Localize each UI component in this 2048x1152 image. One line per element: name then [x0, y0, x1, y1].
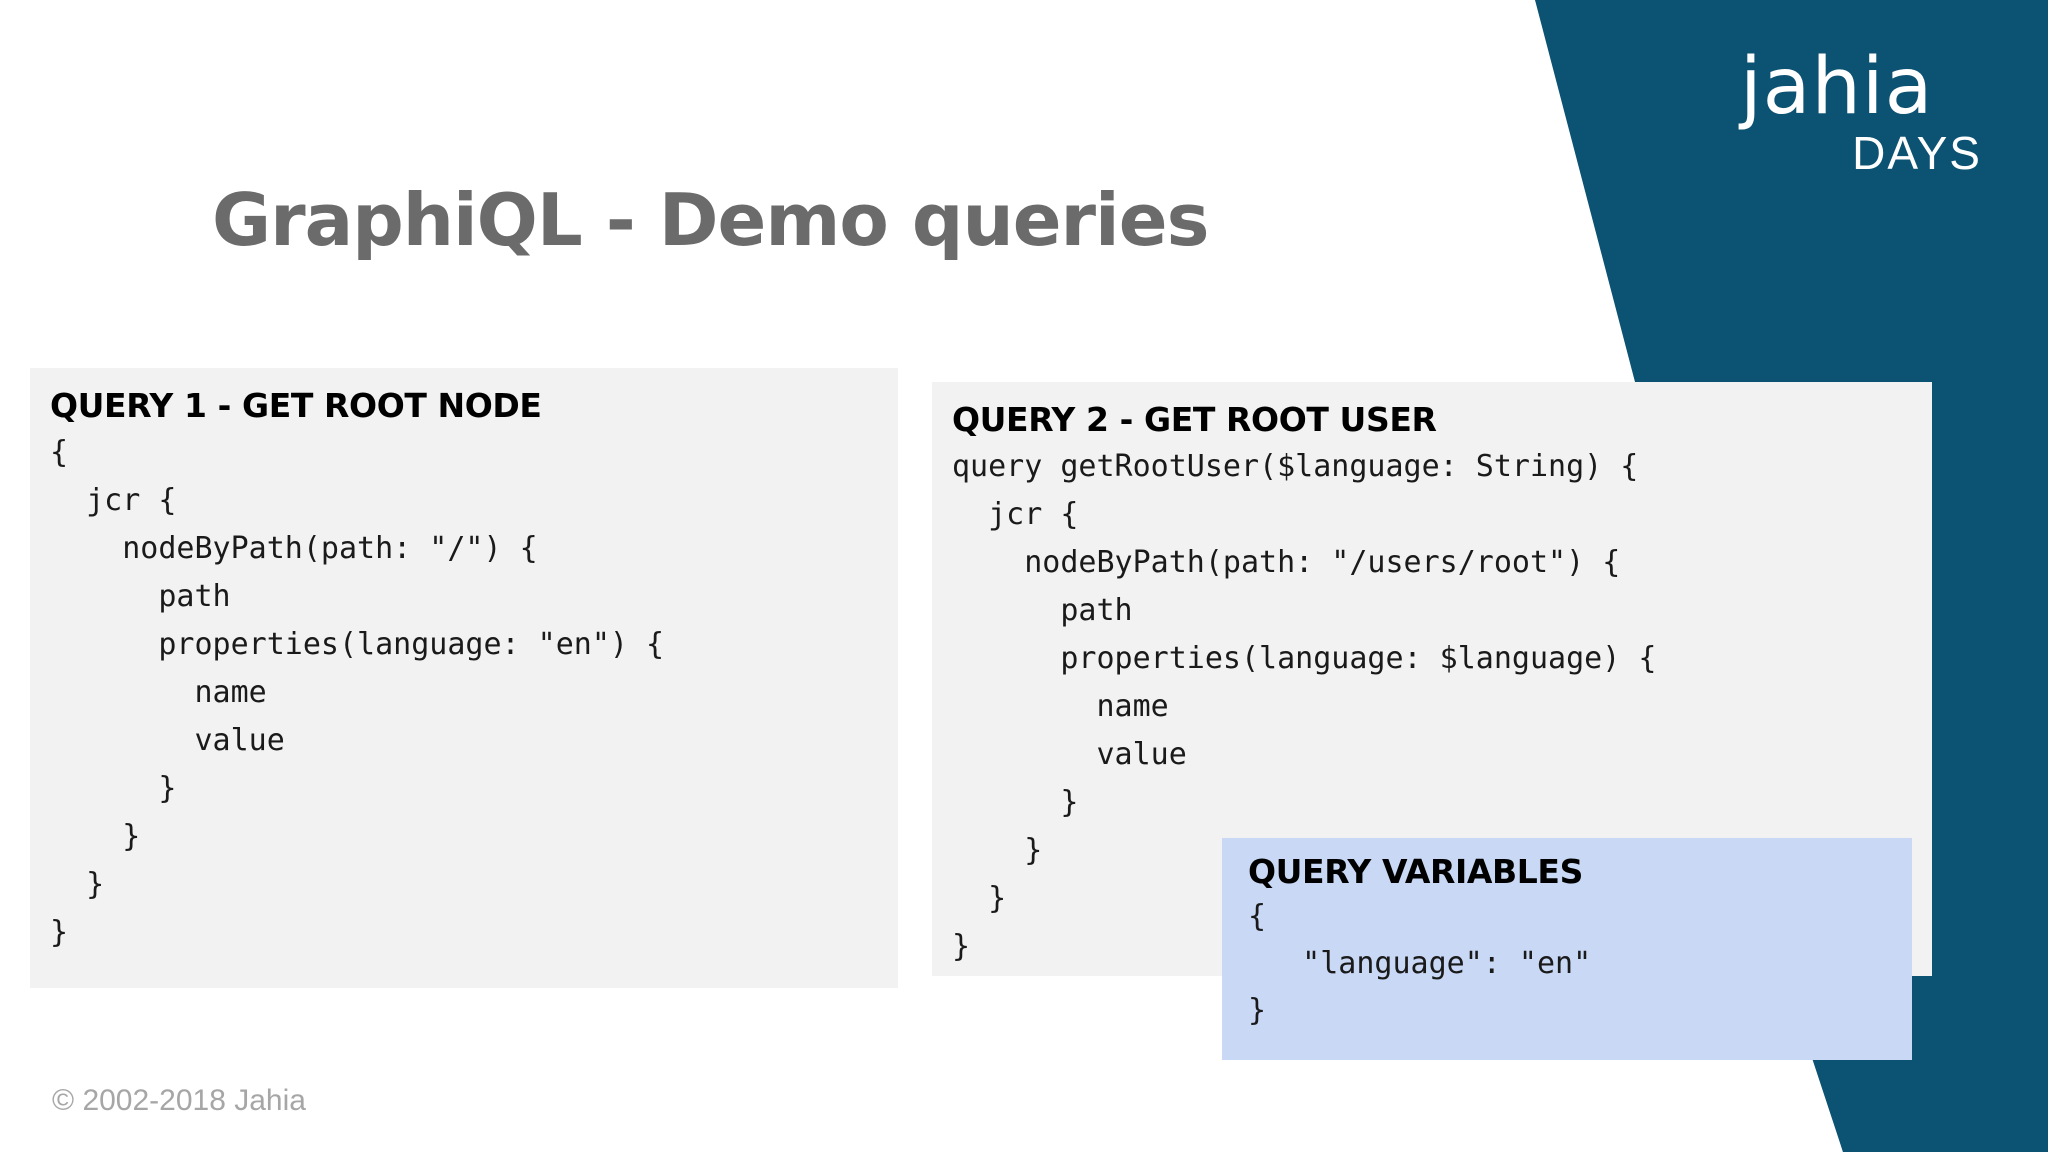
query-2-code: query getRootUser($language: String) { j… — [952, 449, 1657, 964]
query-1-heading: QUERY 1 - GET ROOT NODE — [50, 386, 542, 425]
query-2-heading: QUERY 2 - GET ROOT USER — [952, 400, 1437, 439]
query-variables-heading: QUERY VARIABLES — [1248, 852, 1583, 891]
logo-wordmark: jahia — [1740, 42, 1934, 132]
footer-copyright: © 2002-2018 Jahia — [52, 1084, 306, 1117]
query-variables-code: { "language": "en" } — [1248, 899, 1592, 1028]
jahia-days-logo: jahia DAYS — [1740, 42, 1990, 180]
logo-subtitle: DAYS — [1852, 126, 1982, 179]
query-1-panel: QUERY 1 - GET ROOT NODE { jcr { nodeByPa… — [30, 368, 898, 988]
page-title: GraphiQL - Demo queries — [212, 178, 1209, 262]
query-variables-panel: QUERY VARIABLES { "language": "en" } — [1222, 838, 1912, 1060]
query-1-code: { jcr { nodeByPath(path: "/") { path pro… — [50, 435, 665, 950]
